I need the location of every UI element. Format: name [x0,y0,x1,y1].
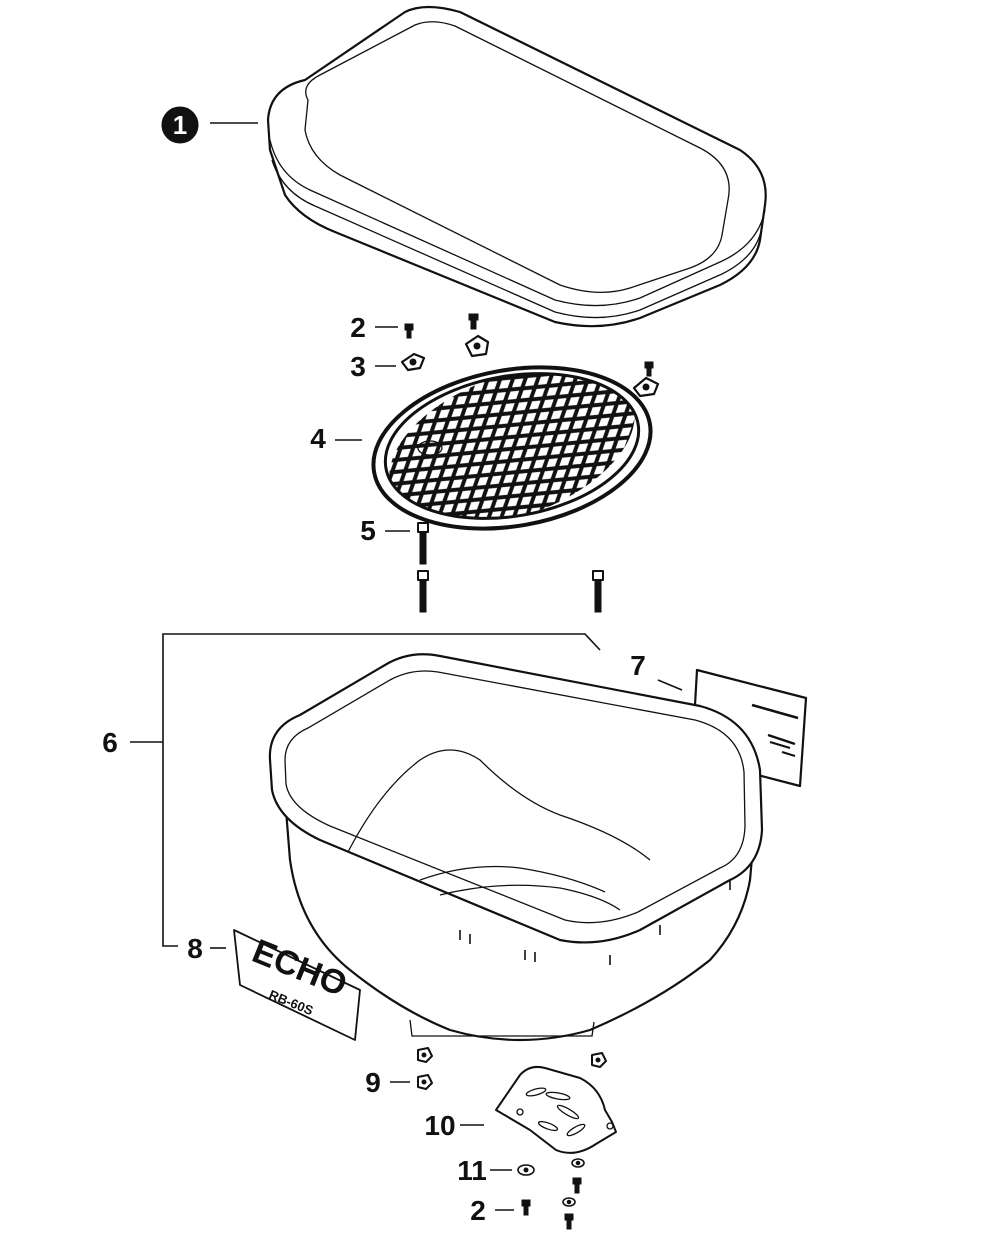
callout-badge-1 [161,106,199,144]
callout-10: 10 [424,1110,455,1141]
callout-9: 9 [365,1067,381,1098]
callout-11: 11 [457,1155,487,1186]
screws-lower [521,1177,582,1230]
callout-5: 5 [360,515,376,546]
washers [517,1158,585,1207]
callout-2-lower: 2 [470,1195,486,1226]
callout-7: 7 [630,650,646,681]
hopper-lid [266,5,767,328]
hopper-screen [371,365,653,531]
hopper-bowl [268,653,764,1042]
brand-decal: ECHO RB-60S [233,929,361,1041]
long-bolts [417,522,604,613]
callout-3: 3 [350,351,366,382]
callout-2-upper: 2 [350,312,366,343]
callout-4: 4 [310,423,326,454]
callout-8: 8 [187,933,203,964]
callout-1: 1 [173,110,187,140]
nuts [417,1047,607,1090]
screws-upper [404,313,654,377]
callout-6: 6 [102,727,118,758]
shutter-plate [495,1065,617,1154]
retaining-clips [400,334,660,398]
